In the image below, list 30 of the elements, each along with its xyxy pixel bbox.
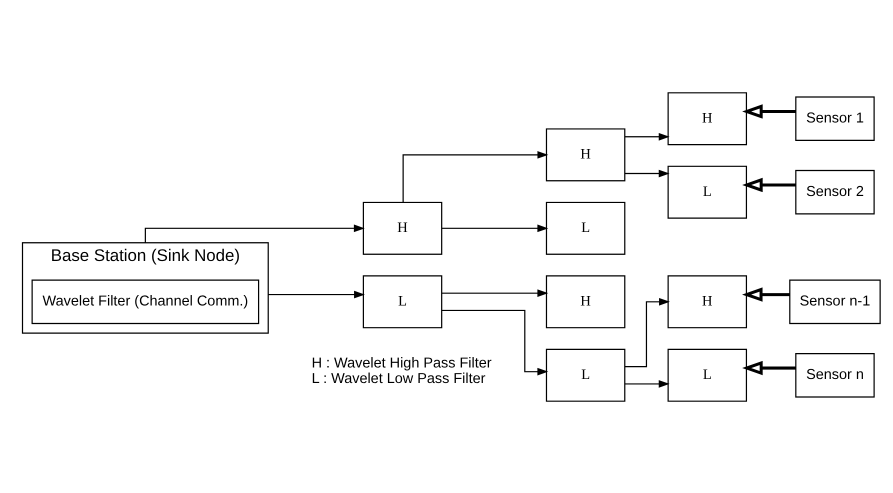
node-box: Sensor n — [795, 352, 875, 398]
node-box: L — [362, 274, 442, 328]
arrow — [268, 290, 365, 298]
label: L : Wavelet Low Pass Filter — [312, 370, 486, 387]
node-box: Wavelet Filter (Channel Comm.) — [32, 279, 260, 324]
node-box: Sensor 1 — [795, 96, 875, 140]
node-box: H — [546, 128, 626, 181]
arrow — [442, 224, 548, 232]
node-box: H — [546, 274, 626, 328]
arrow — [742, 360, 796, 375]
node-box: L — [546, 348, 626, 402]
node-box: L — [668, 348, 748, 402]
node-box: H — [362, 201, 442, 254]
arrow — [624, 298, 670, 367]
label: H : Wavelet High Pass Filter — [312, 355, 492, 372]
node-box: L — [546, 201, 626, 254]
node-box: H — [668, 92, 748, 145]
node-box: Sensor n-1 — [789, 279, 881, 324]
arrow — [442, 288, 548, 296]
arrow — [624, 132, 670, 140]
arrow — [742, 177, 796, 192]
node-box: H — [668, 274, 748, 328]
node-box: L — [668, 165, 748, 218]
arrow — [624, 380, 670, 388]
arrow — [402, 150, 548, 202]
arrow — [742, 286, 790, 302]
arrow — [742, 104, 796, 118]
arrow — [624, 169, 670, 177]
arrow — [442, 309, 548, 375]
node-box: Sensor 2 — [795, 169, 875, 214]
